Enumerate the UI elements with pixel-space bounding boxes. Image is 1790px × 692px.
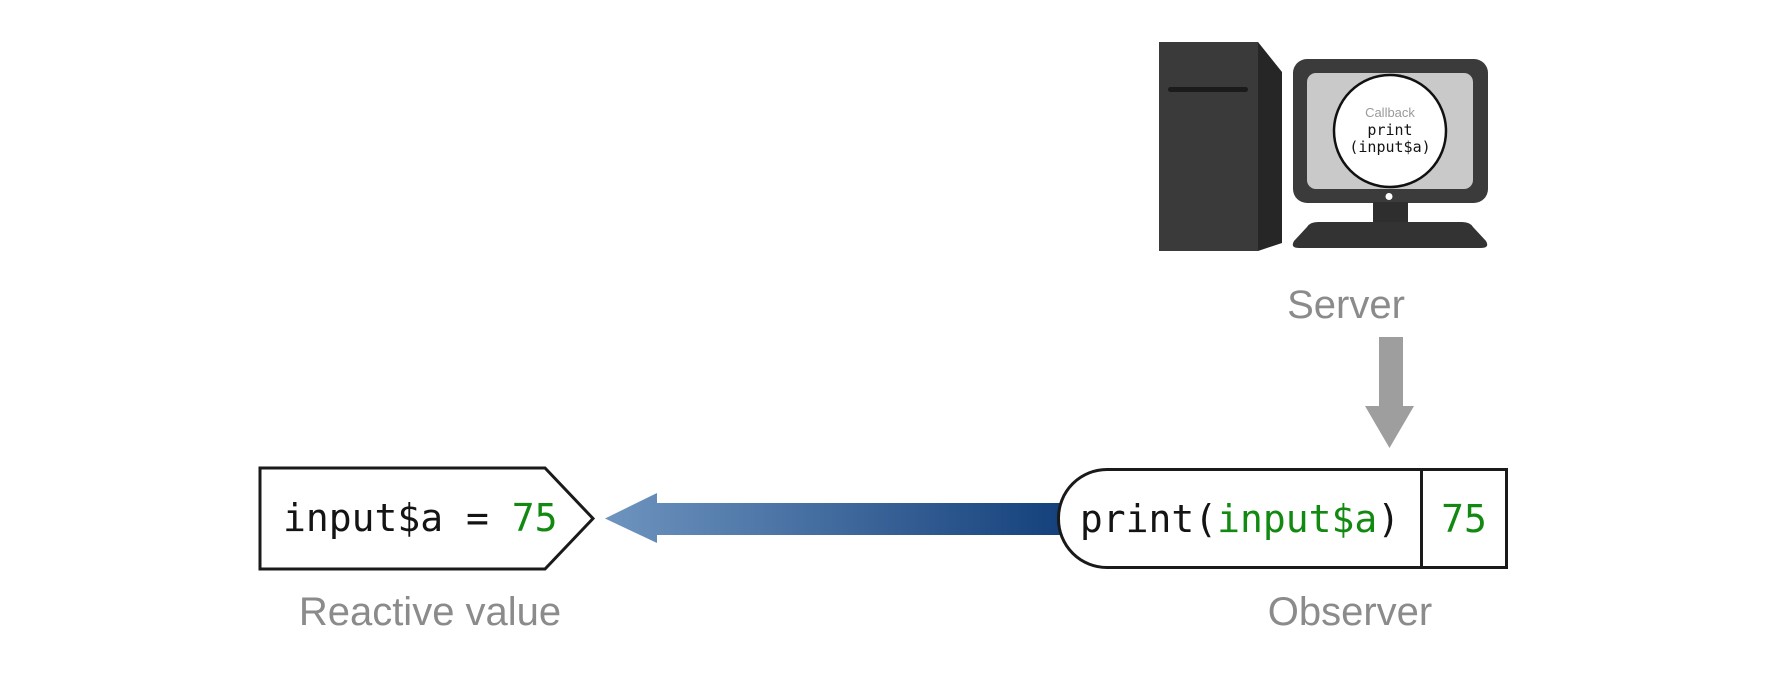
reactive-value-label: Reactive value (298, 590, 562, 634)
observer-code-after: ) (1377, 496, 1401, 541)
observer-value-number: 75 (1441, 496, 1487, 541)
callback-code-line1: print (1367, 121, 1413, 139)
reactive-expression-text: input$a = (283, 496, 512, 540)
callback-code-line2: (input$a) (1349, 138, 1431, 156)
left-arrow-shape (605, 493, 1060, 543)
observer-code-cell: print(input$a) (1060, 471, 1420, 566)
observer-code-before: print( (1079, 496, 1218, 541)
server-computer-icon (1159, 42, 1488, 251)
monitor-base (1292, 222, 1488, 248)
tower-side (1258, 42, 1282, 251)
tower-front (1159, 42, 1258, 251)
reactive-value-box-shape (258, 466, 596, 571)
callback-bubble: Callback print (input$a) (1332, 104, 1448, 156)
reactive-value-box (258, 466, 596, 571)
reactive-value-number: 75 (511, 496, 558, 540)
reactive-value-expression: input$a = 75 (283, 498, 558, 538)
callback-bubble-circle (1332, 73, 1448, 189)
server-down-arrow-icon (1365, 406, 1414, 448)
monitor-neck (1373, 202, 1408, 223)
callback-title: Callback (1365, 105, 1415, 120)
server-down-arrow-shaft (1379, 337, 1403, 407)
observer-code-arg: input$a (1217, 496, 1378, 541)
left-arrow-icon (605, 493, 1060, 543)
server-label: Server (1287, 283, 1405, 327)
observer-value-cell: 75 (1420, 471, 1505, 566)
observer-box: print(input$a) 75 (1057, 468, 1508, 569)
observer-label: Observer (1267, 590, 1433, 634)
tower-slot (1168, 87, 1248, 92)
monitor-power-dot (1385, 193, 1393, 200)
